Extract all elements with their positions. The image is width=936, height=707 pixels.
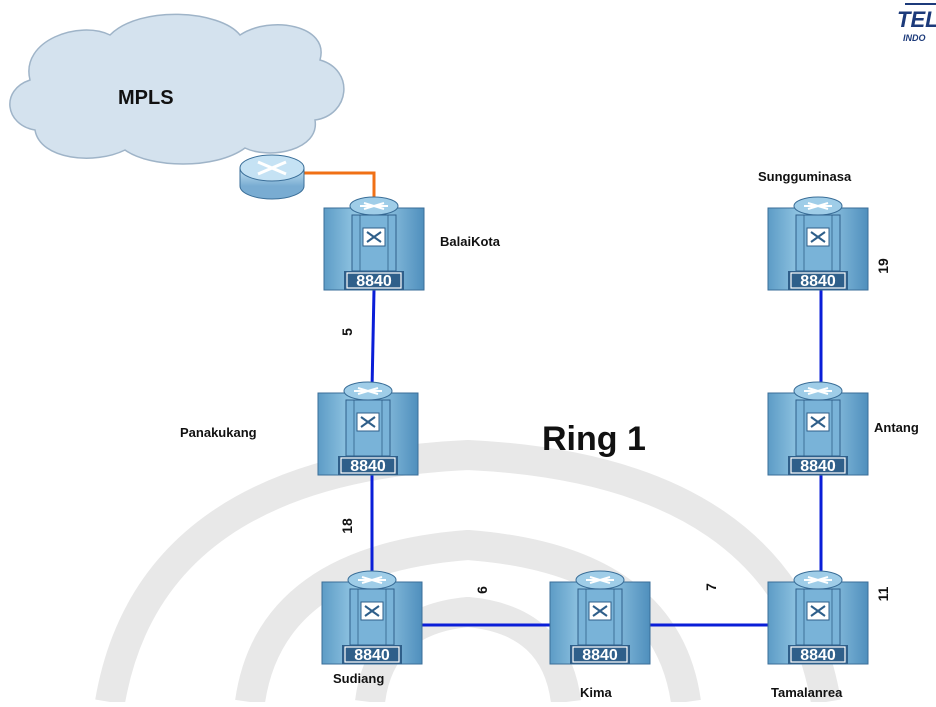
- label-tamalanrea: Tamalanrea: [771, 685, 843, 700]
- ring-title: Ring 1: [542, 420, 646, 458]
- svg-text:8840: 8840: [800, 273, 836, 290]
- distance-sudiang-kima: 6: [474, 586, 490, 594]
- switch-panakukang: 8840: [317, 381, 419, 476]
- label-sungguminasa: Sungguminasa: [758, 169, 852, 184]
- mpls-cloud: MPLS: [9, 13, 345, 165]
- switch-balaikota: 8840: [323, 196, 425, 291]
- label-balaikota: BalaiKota: [440, 234, 501, 249]
- switch-sungguminasa: 8840: [767, 196, 869, 291]
- svg-text:INDO: INDO: [903, 33, 926, 43]
- switch-antang: 8840: [767, 381, 869, 476]
- svg-text:8840: 8840: [800, 647, 836, 664]
- distance-panakukang-sudiang: 18: [339, 518, 355, 534]
- distance-kima-tamalanrea: 7: [703, 583, 719, 591]
- cloud-label: MPLS: [118, 87, 174, 109]
- company-logo: TEL INDO: [897, 3, 936, 43]
- distance-balaikota-panakukang: 5: [339, 328, 355, 336]
- links: [300, 171, 823, 627]
- label-kima: Kima: [580, 685, 613, 700]
- svg-text:TEL: TEL: [897, 7, 936, 32]
- label-antang: Antang: [874, 420, 919, 435]
- switch-sudiang: 8840: [321, 570, 423, 665]
- switch-tamalanrea: 8840: [767, 570, 869, 665]
- label-sudiang: Sudiang: [333, 671, 384, 686]
- watermark-emblem: [95, 439, 841, 705]
- distance-tamalanrea-antang: 11: [875, 586, 891, 601]
- svg-text:8840: 8840: [354, 647, 390, 664]
- distance-antang-sungguminasa: 19: [875, 258, 891, 274]
- svg-text:8840: 8840: [800, 458, 836, 475]
- label-panakukang: Panakukang: [180, 425, 257, 440]
- svg-text:8840: 8840: [356, 273, 392, 290]
- svg-text:8840: 8840: [582, 647, 618, 664]
- uplink-mpls: [300, 171, 376, 205]
- edge-router-icon: [239, 154, 305, 200]
- svg-text:8840: 8840: [350, 458, 386, 475]
- link-balaikota-panakukang: [370, 289, 376, 391]
- switch-kima: 8840: [549, 570, 651, 665]
